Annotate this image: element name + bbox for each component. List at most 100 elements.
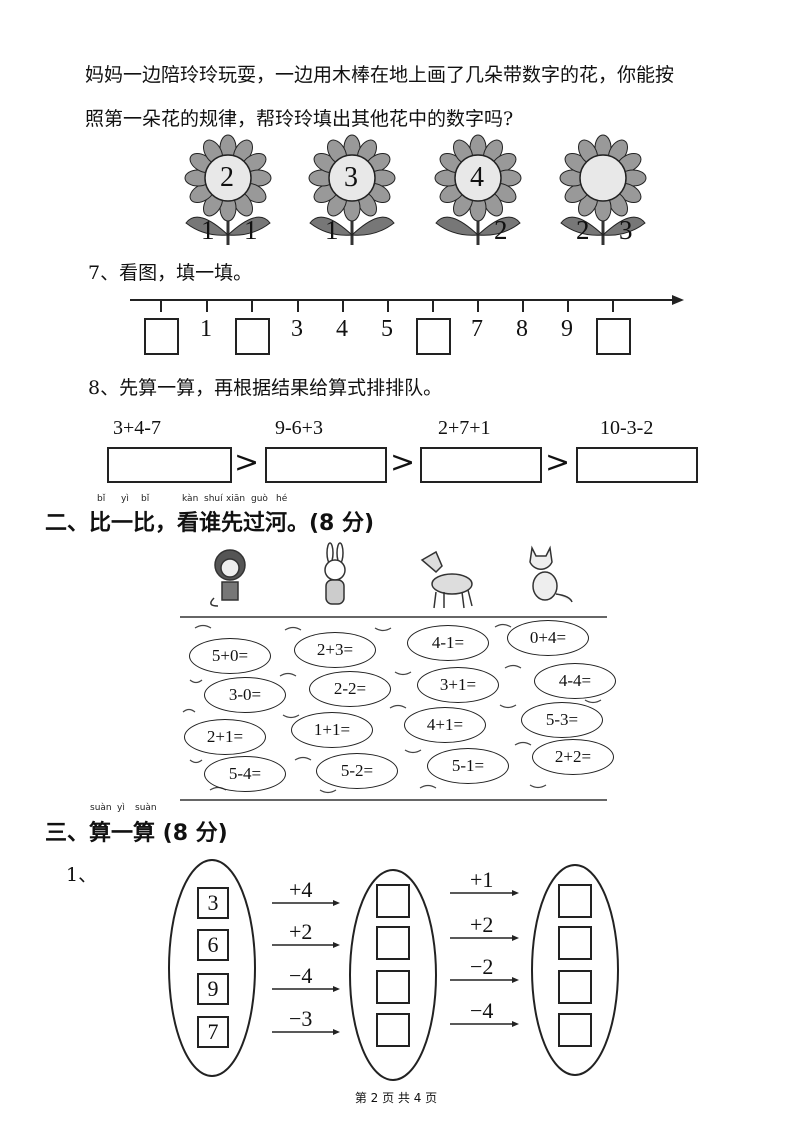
final-answer-box[interactable] bbox=[558, 884, 592, 918]
stepping-stone-oval[interactable]: 5-3= bbox=[521, 702, 603, 738]
q7-title: 7、看图，填一填。 bbox=[88, 262, 253, 284]
final-answer-box[interactable] bbox=[558, 1013, 592, 1047]
flower-left-number: 1 bbox=[201, 215, 215, 245]
q1-label: 1、 bbox=[66, 864, 98, 886]
stepping-stone-oval[interactable]: 5-2= bbox=[316, 753, 398, 789]
pinyin: suàn bbox=[135, 803, 157, 813]
section-2-title: 二、比一比，看谁先过河。(8 分) bbox=[45, 511, 375, 536]
stepping-stone-oval[interactable]: 2+1= bbox=[184, 719, 266, 755]
number-line-label: 9 bbox=[561, 316, 573, 342]
number-line-blank-box[interactable] bbox=[596, 318, 631, 355]
flower-left-number: 2 bbox=[576, 215, 590, 245]
flower-left-number: 1 bbox=[325, 215, 339, 245]
middle-answer-box[interactable] bbox=[376, 970, 410, 1004]
start-number-box: 3 bbox=[197, 887, 229, 919]
flower-center-number: 4 bbox=[470, 162, 484, 193]
intro-line-2: 照第一朵花的规律，帮玲玲填出其他花中的数字吗? bbox=[85, 108, 514, 130]
q8-title: 8、先算一算，再根据结果给算式排排队。 bbox=[88, 377, 443, 399]
stepping-stone-oval[interactable]: 3-0= bbox=[204, 677, 286, 713]
number-line-label: 1 bbox=[200, 316, 212, 342]
stepping-stone-oval[interactable]: 5-1= bbox=[427, 748, 509, 784]
expression-4: 10-3-2 bbox=[600, 417, 654, 439]
pinyin: hé bbox=[276, 494, 288, 504]
operation-label: +1 bbox=[470, 867, 494, 892]
pinyin: bǐ bbox=[141, 494, 150, 504]
pinyin: yì bbox=[121, 494, 129, 504]
stepping-stone-oval[interactable]: 4-4= bbox=[534, 663, 616, 699]
stepping-stone-oval[interactable]: 2+2= bbox=[532, 739, 614, 775]
number-line-blank-box[interactable] bbox=[416, 318, 451, 355]
oval-start bbox=[168, 859, 256, 1077]
answer-box-1[interactable] bbox=[107, 447, 232, 483]
river-illustration bbox=[180, 542, 607, 801]
cat-icon bbox=[529, 545, 573, 603]
flower-icon bbox=[559, 134, 647, 245]
stepping-stone-oval[interactable]: 4-1= bbox=[407, 625, 489, 661]
stepping-stone-oval[interactable]: 2-2= bbox=[309, 671, 391, 707]
operation-label: +2 bbox=[289, 919, 313, 944]
pinyin: guò bbox=[251, 494, 268, 504]
pinyin: kàn bbox=[182, 494, 199, 504]
number-line-blank-box[interactable] bbox=[144, 318, 179, 355]
pinyin: yì bbox=[117, 803, 125, 813]
oval-end bbox=[531, 864, 619, 1076]
flower-right-number: 3 bbox=[619, 215, 633, 245]
middle-answer-box[interactable] bbox=[376, 884, 410, 918]
pinyin: suàn bbox=[90, 803, 112, 813]
expression-2: 9-6+3 bbox=[275, 417, 323, 439]
number-line-blank-box[interactable] bbox=[235, 318, 270, 355]
answer-box-4[interactable] bbox=[576, 447, 698, 483]
stepping-stone-oval[interactable]: 2+3= bbox=[294, 632, 376, 668]
operation-label: −4 bbox=[470, 998, 494, 1023]
flowers-illustration bbox=[184, 134, 647, 245]
pinyin: xiān bbox=[226, 494, 246, 504]
start-number-box: 6 bbox=[197, 929, 229, 961]
number-line-label: 4 bbox=[336, 316, 348, 342]
page-footer: 第 2 页 共 4 页 bbox=[354, 1091, 438, 1105]
stepping-stone-oval[interactable]: 4+1= bbox=[404, 707, 486, 743]
operation-label: −3 bbox=[289, 1006, 313, 1031]
number-line-label: 5 bbox=[381, 316, 393, 342]
flower-center-number: 2 bbox=[220, 162, 234, 193]
final-answer-box[interactable] bbox=[558, 926, 592, 960]
pinyin: shuí bbox=[204, 494, 223, 504]
start-number-box: 7 bbox=[197, 1016, 229, 1048]
stepping-stone-oval[interactable]: 5-4= bbox=[204, 756, 286, 792]
operation-label: +2 bbox=[470, 912, 494, 937]
pinyin: bǐ bbox=[97, 494, 106, 504]
final-answer-box[interactable] bbox=[558, 970, 592, 1004]
stepping-stone-oval[interactable]: 5+0= bbox=[189, 638, 271, 674]
answer-box-2[interactable] bbox=[265, 447, 387, 483]
calc-chain-diagram bbox=[168, 859, 619, 1081]
operation-label: +4 bbox=[289, 877, 313, 902]
flower-center-number: 3 bbox=[344, 162, 358, 193]
greater-than-2: > bbox=[390, 445, 416, 480]
stepping-stone-oval[interactable]: 0+4= bbox=[507, 620, 589, 656]
flower-icon bbox=[184, 134, 272, 245]
number-line-label: 7 bbox=[471, 316, 483, 342]
arrow-head-icon bbox=[672, 295, 684, 305]
flower-right-number: 2 bbox=[494, 215, 508, 245]
number-line bbox=[130, 295, 684, 312]
stepping-stone-oval[interactable]: 3+1= bbox=[417, 667, 499, 703]
start-number-box: 9 bbox=[197, 973, 229, 1005]
middle-answer-box[interactable] bbox=[376, 1013, 410, 1047]
flower-icon bbox=[308, 134, 396, 245]
answer-box-3[interactable] bbox=[420, 447, 542, 483]
section-3-title: 三、算一算 (8 分) bbox=[45, 821, 228, 846]
number-line-label: 3 bbox=[291, 316, 303, 342]
monkey-icon bbox=[210, 549, 246, 607]
expression-1: 3+4-7 bbox=[113, 417, 161, 439]
oval-middle bbox=[349, 869, 437, 1081]
stepping-stone-oval[interactable]: 1+1= bbox=[291, 712, 373, 748]
expression-3: 2+7+1 bbox=[438, 417, 491, 439]
greater-than-1: > bbox=[234, 445, 260, 480]
operation-label: −2 bbox=[470, 954, 494, 979]
horse-icon bbox=[420, 550, 473, 609]
operation-label: −4 bbox=[289, 963, 313, 988]
middle-answer-box[interactable] bbox=[376, 926, 410, 960]
number-line-label: 8 bbox=[516, 316, 528, 342]
rabbit-icon bbox=[324, 542, 346, 605]
greater-than-3: > bbox=[545, 445, 571, 480]
flower-icon bbox=[434, 134, 522, 245]
